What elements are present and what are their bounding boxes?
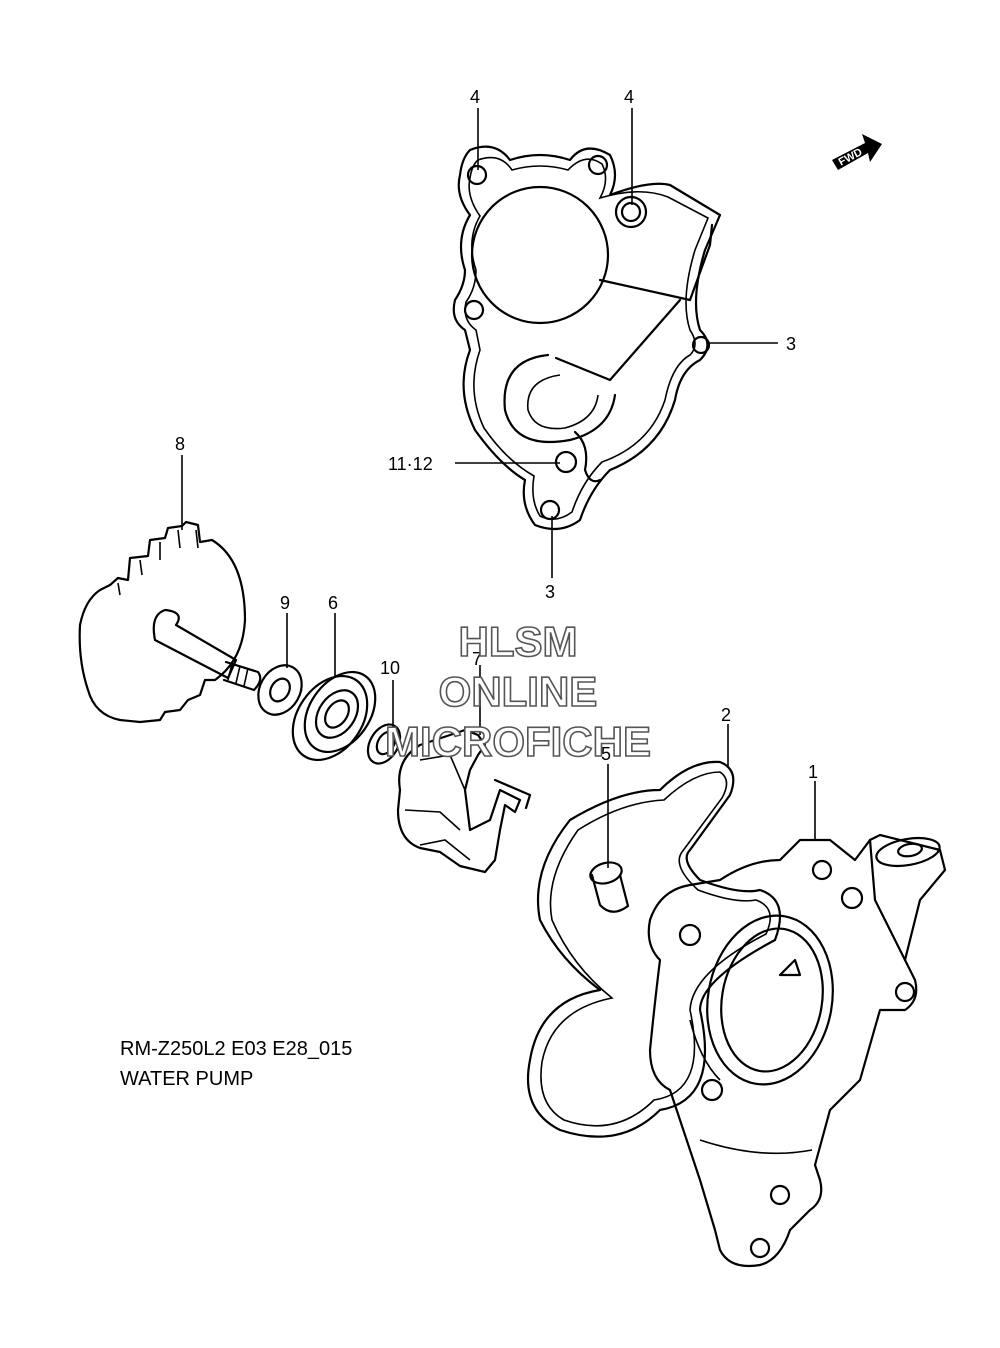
callout-6: 6 xyxy=(328,593,338,613)
impeller xyxy=(396,728,532,874)
watermark-line1: HLSM xyxy=(459,618,578,665)
bearing xyxy=(291,670,377,762)
callouts: 4 4 3 11·12 3 8 9 6 10 7 2 5 1 xyxy=(175,87,818,782)
watermark-line2: ONLINE xyxy=(439,668,598,715)
callout-1: 1 xyxy=(808,762,818,782)
watermark: HLSM ONLINE MICROFICHE xyxy=(384,617,652,766)
pump-cover-gasket xyxy=(452,145,722,531)
forward-arrow-icon: FWD xyxy=(832,134,882,170)
callout-2: 2 xyxy=(721,705,731,725)
dowel-pin xyxy=(589,861,630,913)
callout-9: 9 xyxy=(280,593,290,613)
callout-5: 5 xyxy=(601,744,611,764)
callout-7: 7 xyxy=(472,649,482,669)
fwd-label: FWD xyxy=(837,146,865,168)
leader-lines xyxy=(181,108,816,868)
washer xyxy=(257,664,303,716)
o-ring xyxy=(526,760,782,1138)
pump-cover xyxy=(647,833,947,1268)
callout-10: 10 xyxy=(380,658,400,678)
diagram-code: RM-Z250L2 E03 E28_015 xyxy=(120,1038,353,1060)
callout-8: 8 xyxy=(175,434,185,454)
callout-4a: 4 xyxy=(470,87,480,107)
oil-seal xyxy=(366,723,402,765)
callout-3a: 3 xyxy=(786,334,796,354)
pump-gear-shaft xyxy=(78,520,262,724)
callout-11-12: 11·12 xyxy=(388,454,433,474)
watermark-line3: MICROFICHE xyxy=(385,718,651,765)
callout-3b: 3 xyxy=(545,582,555,602)
callout-4b: 4 xyxy=(624,87,634,107)
diagram-title: WATER PUMP xyxy=(120,1068,254,1090)
